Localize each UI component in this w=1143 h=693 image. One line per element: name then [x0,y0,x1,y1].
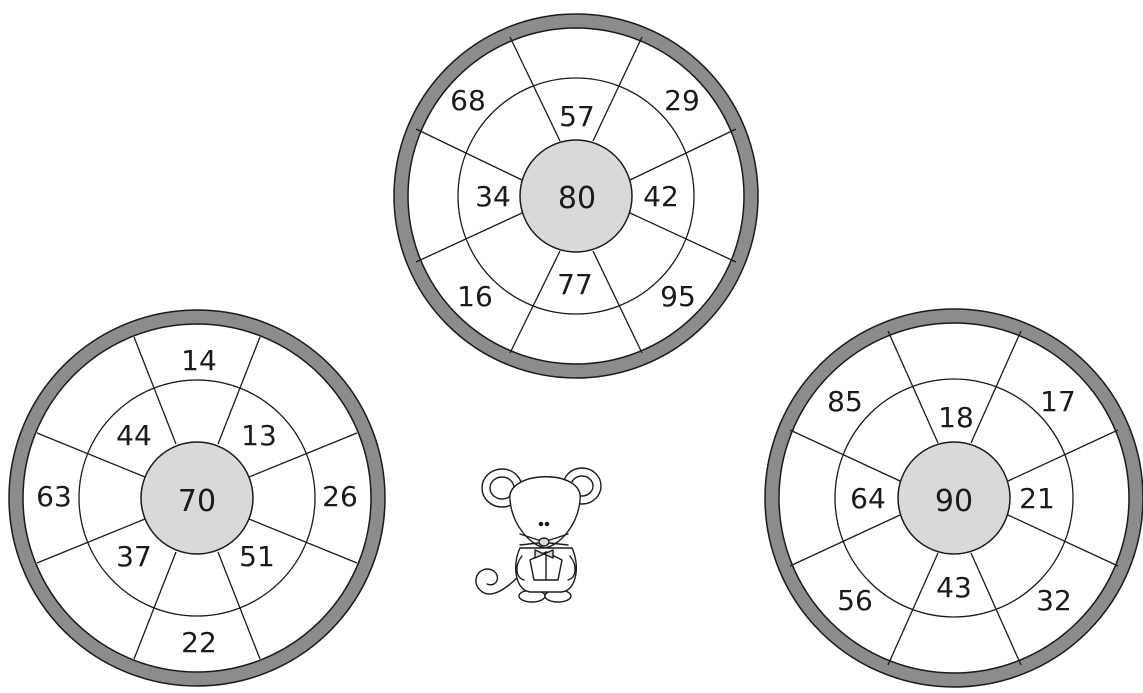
wheel-80-inner-right: 42 [643,180,679,213]
wheel-90-outer-top-left: 85 [827,385,863,418]
wheel-90-inner-right: 21 [1019,482,1055,515]
wheel-90-inner-bottom: 43 [936,571,972,604]
wheel-80-outer-bottom-right: 95 [660,280,696,313]
mouse-tail [476,569,520,594]
wheel-70-outer-right: 26 [322,480,358,513]
wheel-90-inner-left: 64 [850,482,886,515]
wheel-90-inner-top: 18 [938,401,974,434]
wheel-90-outer-bottom-left: 56 [837,584,873,617]
mouse-eye-right [545,522,548,525]
wheel-80-outer-bottom-left: 16 [457,280,493,313]
wheel-80-inner-left: 34 [475,180,511,213]
wheel-70-outer-left: 63 [36,480,72,513]
wheel-70-inner-top-right: 13 [241,419,277,452]
wheel-70-outer-top: 14 [181,344,217,377]
wheel-90-center-number: 90 [935,484,973,519]
wheel-80: 80 57 42 77 34 68 29 95 16 [394,14,758,378]
wheel-90-outer-bottom-right: 32 [1036,584,1072,617]
wheel-70-outer-bottom: 22 [181,626,217,659]
wheel-70: 70 44 13 51 37 14 26 22 63 [9,310,385,686]
wheel-70-center-number: 70 [178,484,216,519]
wheel-80-outer-top-left: 68 [450,84,486,117]
wheel-80-inner-top: 57 [559,100,595,133]
wheel-90-outer-top-right: 17 [1040,385,1076,418]
mouse-illustration [476,468,601,602]
wheel-80-center-number: 80 [558,181,596,216]
mouse-eye-left [539,522,542,525]
mouse-nose [539,538,549,546]
wheel-90: 90 18 21 43 64 85 17 32 56 [765,309,1143,687]
wheel-70-inner-bottom-right: 51 [239,540,275,573]
mouse-head [510,477,580,548]
wheel-70-inner-bottom-left: 37 [116,540,152,573]
wheel-80-inner-bottom: 77 [557,268,593,301]
wheel-70-inner-top-left: 44 [116,419,152,452]
wheel-80-outer-top-right: 29 [664,84,700,117]
